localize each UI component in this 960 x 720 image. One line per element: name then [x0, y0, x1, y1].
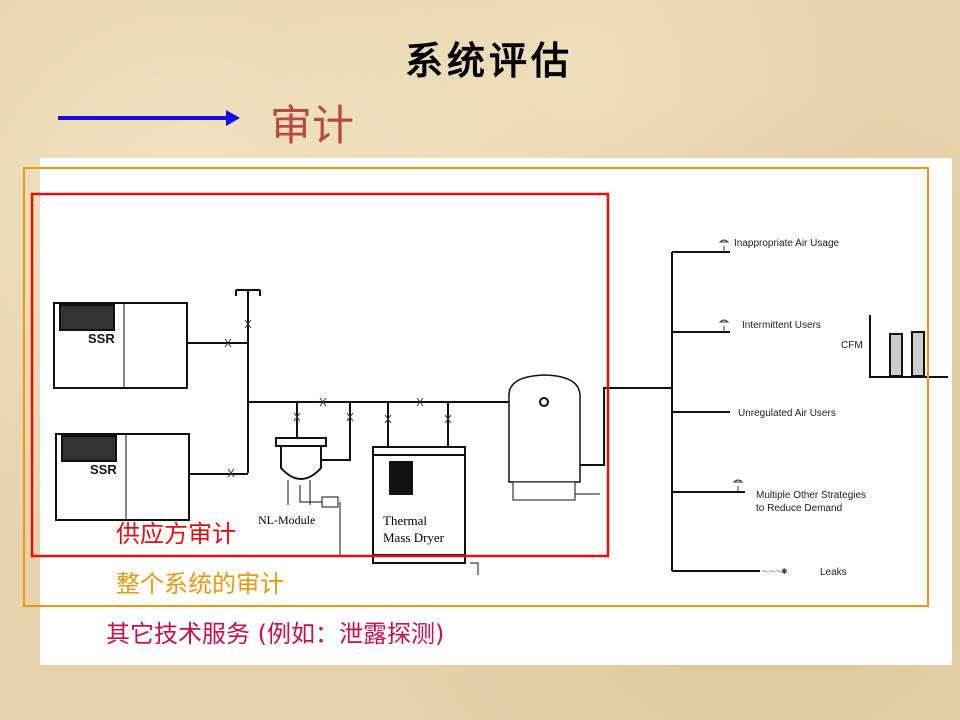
cfm-axis-label: CFM	[841, 340, 863, 351]
leak-icon: ~·~∙~✱	[762, 567, 788, 576]
system-audit-box	[23, 167, 929, 607]
other-services-label: 其它技术服务 (例如：泄露探测)	[106, 620, 445, 648]
demand-item: to Reduce Demand	[756, 503, 842, 514]
compressor-label: SSR	[88, 331, 115, 346]
compressor-1	[53, 302, 188, 389]
demand-item: Leaks	[820, 567, 847, 578]
dryer-label-2: Mass Dryer	[383, 530, 445, 545]
supply-audit-box	[30, 192, 610, 558]
demand-item: Intermittent Users	[742, 320, 821, 331]
system-audit-label: 整个系统的审计	[116, 570, 284, 598]
nl-module-label: NL-Module	[258, 513, 315, 527]
dryer-label-1: Thermal	[383, 513, 427, 528]
arrow-icon	[58, 110, 240, 126]
demand-item: Multiple Other Strategies	[756, 490, 866, 501]
slide-title: 系统评估	[405, 38, 574, 83]
diagram-panel	[40, 158, 952, 665]
supply-audit-label: 供应方审计	[116, 520, 236, 548]
compressor-2	[55, 433, 190, 521]
compressor-label: SSR	[90, 462, 117, 477]
slide-subtitle: 审计	[270, 101, 355, 150]
demand-item: Inappropriate Air Usage	[734, 238, 840, 249]
demand-item: Unregulated Air Users	[738, 408, 836, 419]
